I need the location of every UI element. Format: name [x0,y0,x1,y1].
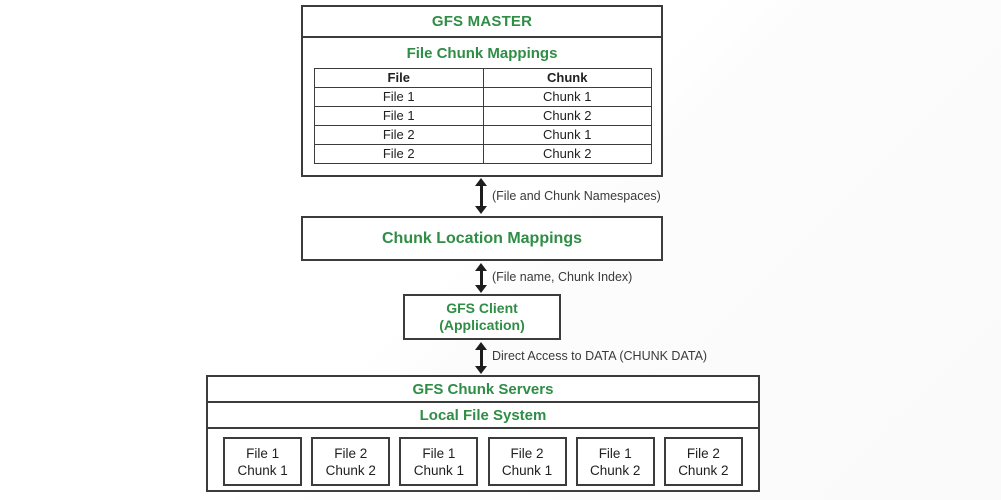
column-header-file: File [314,68,484,88]
local-file-system-title: Local File System [419,406,547,424]
cell-chunk: Chunk 2 [482,106,652,126]
chunk-file-label: File 2 [686,445,720,461]
cell-file: File 2 [314,144,484,164]
cell-chunk: Chunk 1 [482,125,652,145]
arrow-head-down-icon [475,285,487,293]
arrow-head-up-icon [475,342,487,350]
chunk-file-label: File 1 [422,445,456,461]
arrow-master-to-chunk-location-icon [474,178,488,214]
gfs-master-header: GFS MASTER [303,7,661,38]
arrow-chunk-location-to-client-icon [474,263,488,293]
gfs-client-title: GFS Client [446,300,518,316]
chunk-index-label: Chunk 1 [501,462,553,478]
chunk-file-label: File 2 [510,445,544,461]
table-row: File 2 Chunk 1 [314,125,652,145]
arrow-head-up-icon [475,178,487,186]
arrow-shaft [479,271,483,285]
chunk-index-label: Chunk 2 [678,462,729,478]
chunk-file-label: File 1 [598,445,632,461]
chunk-index-label: Chunk 1 [413,462,465,478]
gfs-master-title: GFS MASTER [431,13,533,30]
local-file-system-header: Local File System [208,403,758,429]
chunk-index-label: Chunk 2 [590,462,641,478]
table-row: File 1 Chunk 1 [314,87,652,107]
cell-file: File 2 [314,125,484,145]
file-chunk-mappings-heading: File Chunk Mappings [303,40,661,66]
arrow-label-namespaces: (File and Chunk Namespaces) [492,189,661,203]
cell-file: File 1 [314,106,484,126]
arrow-shaft [479,350,483,366]
arrow-label-direct-data-access: Direct Access to DATA (CHUNK DATA) [492,349,708,363]
cell-file: File 1 [314,87,484,107]
chunk-file-label: File 2 [334,445,368,461]
chunk-replica-box: File 2 Chunk 1 [487,437,567,486]
arrow-head-up-icon [475,263,487,271]
gfs-client-box: GFS Client (Application) [403,294,561,340]
gfs-chunk-servers-box: GFS Chunk Servers Local File System File… [206,375,760,492]
chunk-location-mappings-box: Chunk Location Mappings [301,216,663,261]
file-chunk-mappings-label: File Chunk Mappings [406,44,558,62]
chunk-index-label: Chunk 1 [237,462,288,478]
chunk-replica-box: File 2 Chunk 2 [663,437,743,486]
column-header-chunk: Chunk [482,68,652,88]
table-row: File 1 Chunk 2 [314,106,652,126]
chunk-replica-box: File 1 Chunk 2 [575,437,655,486]
arrow-head-down-icon [475,366,487,374]
chunk-replica-box: File 1 Chunk 1 [399,437,479,486]
cell-chunk: Chunk 2 [482,144,652,164]
gfs-chunk-servers-title: GFS Chunk Servers [412,380,554,398]
file-chunk-mapping-table: File Chunk File 1 Chunk 1 File 1 Chunk 2… [314,68,652,164]
chunk-file-label: File 1 [246,445,280,461]
chunk-location-mappings-title: Chunk Location Mappings [382,229,582,247]
arrow-client-to-chunk-servers-icon [474,342,488,374]
chunk-replica-box: File 1 Chunk 1 [223,437,303,486]
arrow-shaft [479,186,483,206]
gfs-client-subtitle: (Application) [439,317,525,333]
table-header-row: File Chunk [314,68,652,88]
chunk-replica-box: File 2 Chunk 2 [311,437,391,486]
arrow-label-file-name-chunk-index: (File name, Chunk Index) [492,270,633,284]
gfs-master-box: GFS MASTER File Chunk Mappings File Chun… [301,5,663,177]
table-row: File 2 Chunk 2 [314,144,652,164]
arrow-head-down-icon [475,206,487,214]
chunk-index-label: Chunk 2 [325,462,376,478]
cell-chunk: Chunk 1 [482,87,652,107]
gfs-chunk-servers-header: GFS Chunk Servers [208,377,758,403]
chunk-replica-row: File 1 Chunk 1 File 2 Chunk 2 File 1 Chu… [208,429,758,494]
